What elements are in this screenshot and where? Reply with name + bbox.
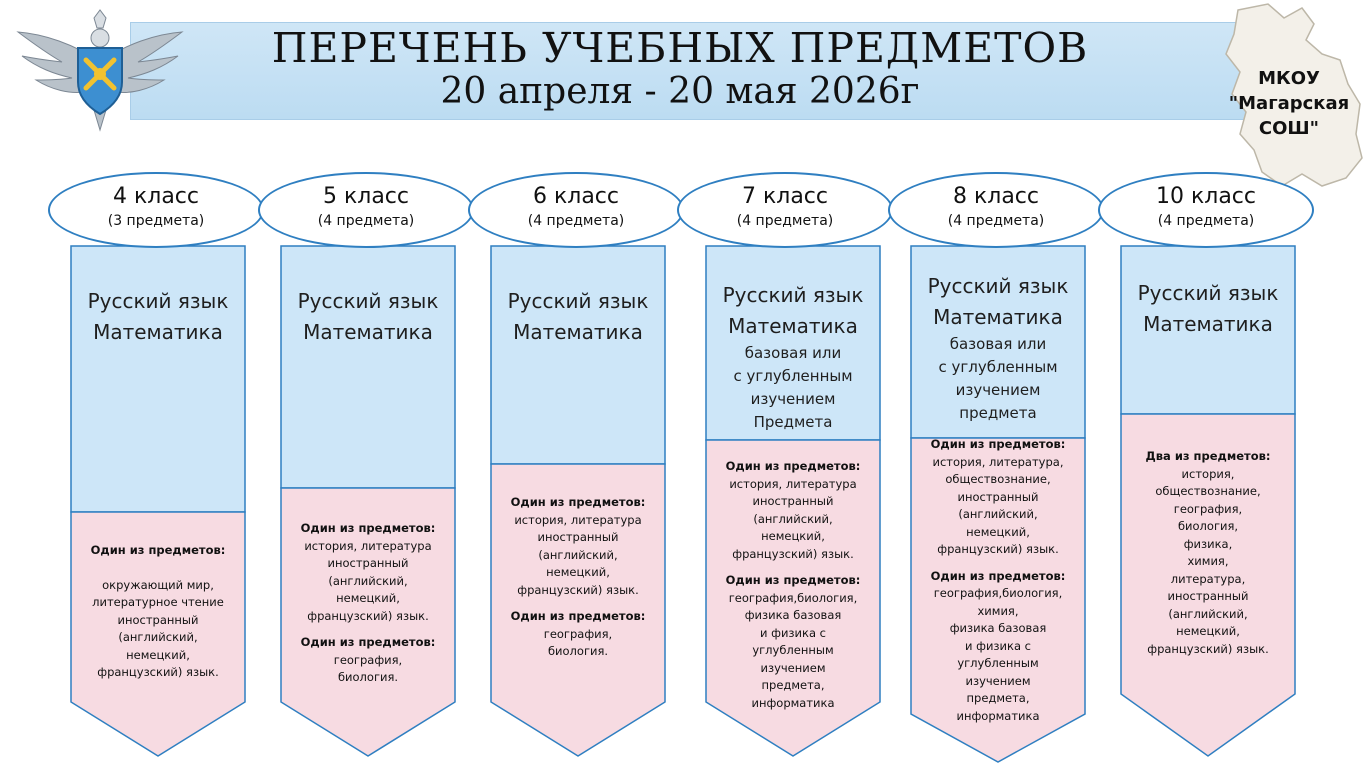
school-name: МКОУ "Магарская СОШ" <box>1228 68 1350 139</box>
subject-count: (4 предмета) <box>736 213 834 229</box>
subject-count: (3 предмета) <box>107 213 205 229</box>
grade-label: 8 класс <box>952 184 1039 209</box>
grade-badge: 4 класс (3 предмета) <box>48 172 264 248</box>
title-banner <box>130 22 1272 120</box>
column-shape <box>70 245 246 757</box>
grade-label: 5 класс <box>322 184 409 209</box>
grade-label: 10 класс <box>1155 184 1256 209</box>
elective-subjects: Один из предметов: история, литература, … <box>930 437 1066 723</box>
core-subjects: Русский язык Математика базовая или с уг… <box>722 283 864 431</box>
core-subjects: Русский язык Математика <box>507 289 649 344</box>
elective-subjects: Один из предметов: история, литература и… <box>725 459 861 710</box>
subject-count: (4 предмета) <box>527 213 625 229</box>
eagle-emblem-icon <box>16 9 184 132</box>
elective-subjects: Один из предметов: окружающий мир, литер… <box>90 543 226 679</box>
grade-badge: 10 класс (4 предмета) <box>1098 172 1314 248</box>
grade-badge: 6 класс (4 предмета) <box>468 172 684 248</box>
subject-count: (4 предмета) <box>1157 213 1255 229</box>
grade-label: 4 класс <box>112 184 199 209</box>
column-shape <box>910 245 1086 763</box>
subject-count: (4 предмета) <box>947 213 1045 229</box>
grade-label: 7 класс <box>741 184 828 209</box>
column-shape <box>1120 245 1296 757</box>
page-title: ПЕРЕЧЕНЬ УЧЕБНЫХ ПРЕДМЕТОВ <box>271 24 1089 72</box>
column-shape <box>490 245 666 757</box>
region-map-icon <box>1225 3 1363 187</box>
grade-badge: 5 класс (4 предмета) <box>258 172 474 248</box>
core-subjects: Русский язык Математика <box>87 289 229 344</box>
elective-subjects: Один из предметов: история, литература и… <box>510 495 646 658</box>
core-subjects: Русский язык Математика <box>297 289 439 344</box>
elective-subjects: Два из предметов: история, обществознани… <box>1145 449 1271 656</box>
subject-count: (4 предмета) <box>317 213 415 229</box>
grade-label: 6 класс <box>532 184 619 209</box>
column-shape <box>280 245 456 757</box>
elective-subjects: Один из предметов: история, литература и… <box>300 521 436 684</box>
grade-badge: 8 класс (4 предмета) <box>888 172 1104 248</box>
core-subjects: Русский язык Математика базовая или с уг… <box>927 274 1069 422</box>
column-shape <box>705 245 881 757</box>
exam-period: 20 апреля - 20 мая 2026г <box>440 71 920 112</box>
core-subjects: Русский язык Математика <box>1137 281 1279 336</box>
grade-badge: 7 класс (4 предмета) <box>677 172 893 248</box>
